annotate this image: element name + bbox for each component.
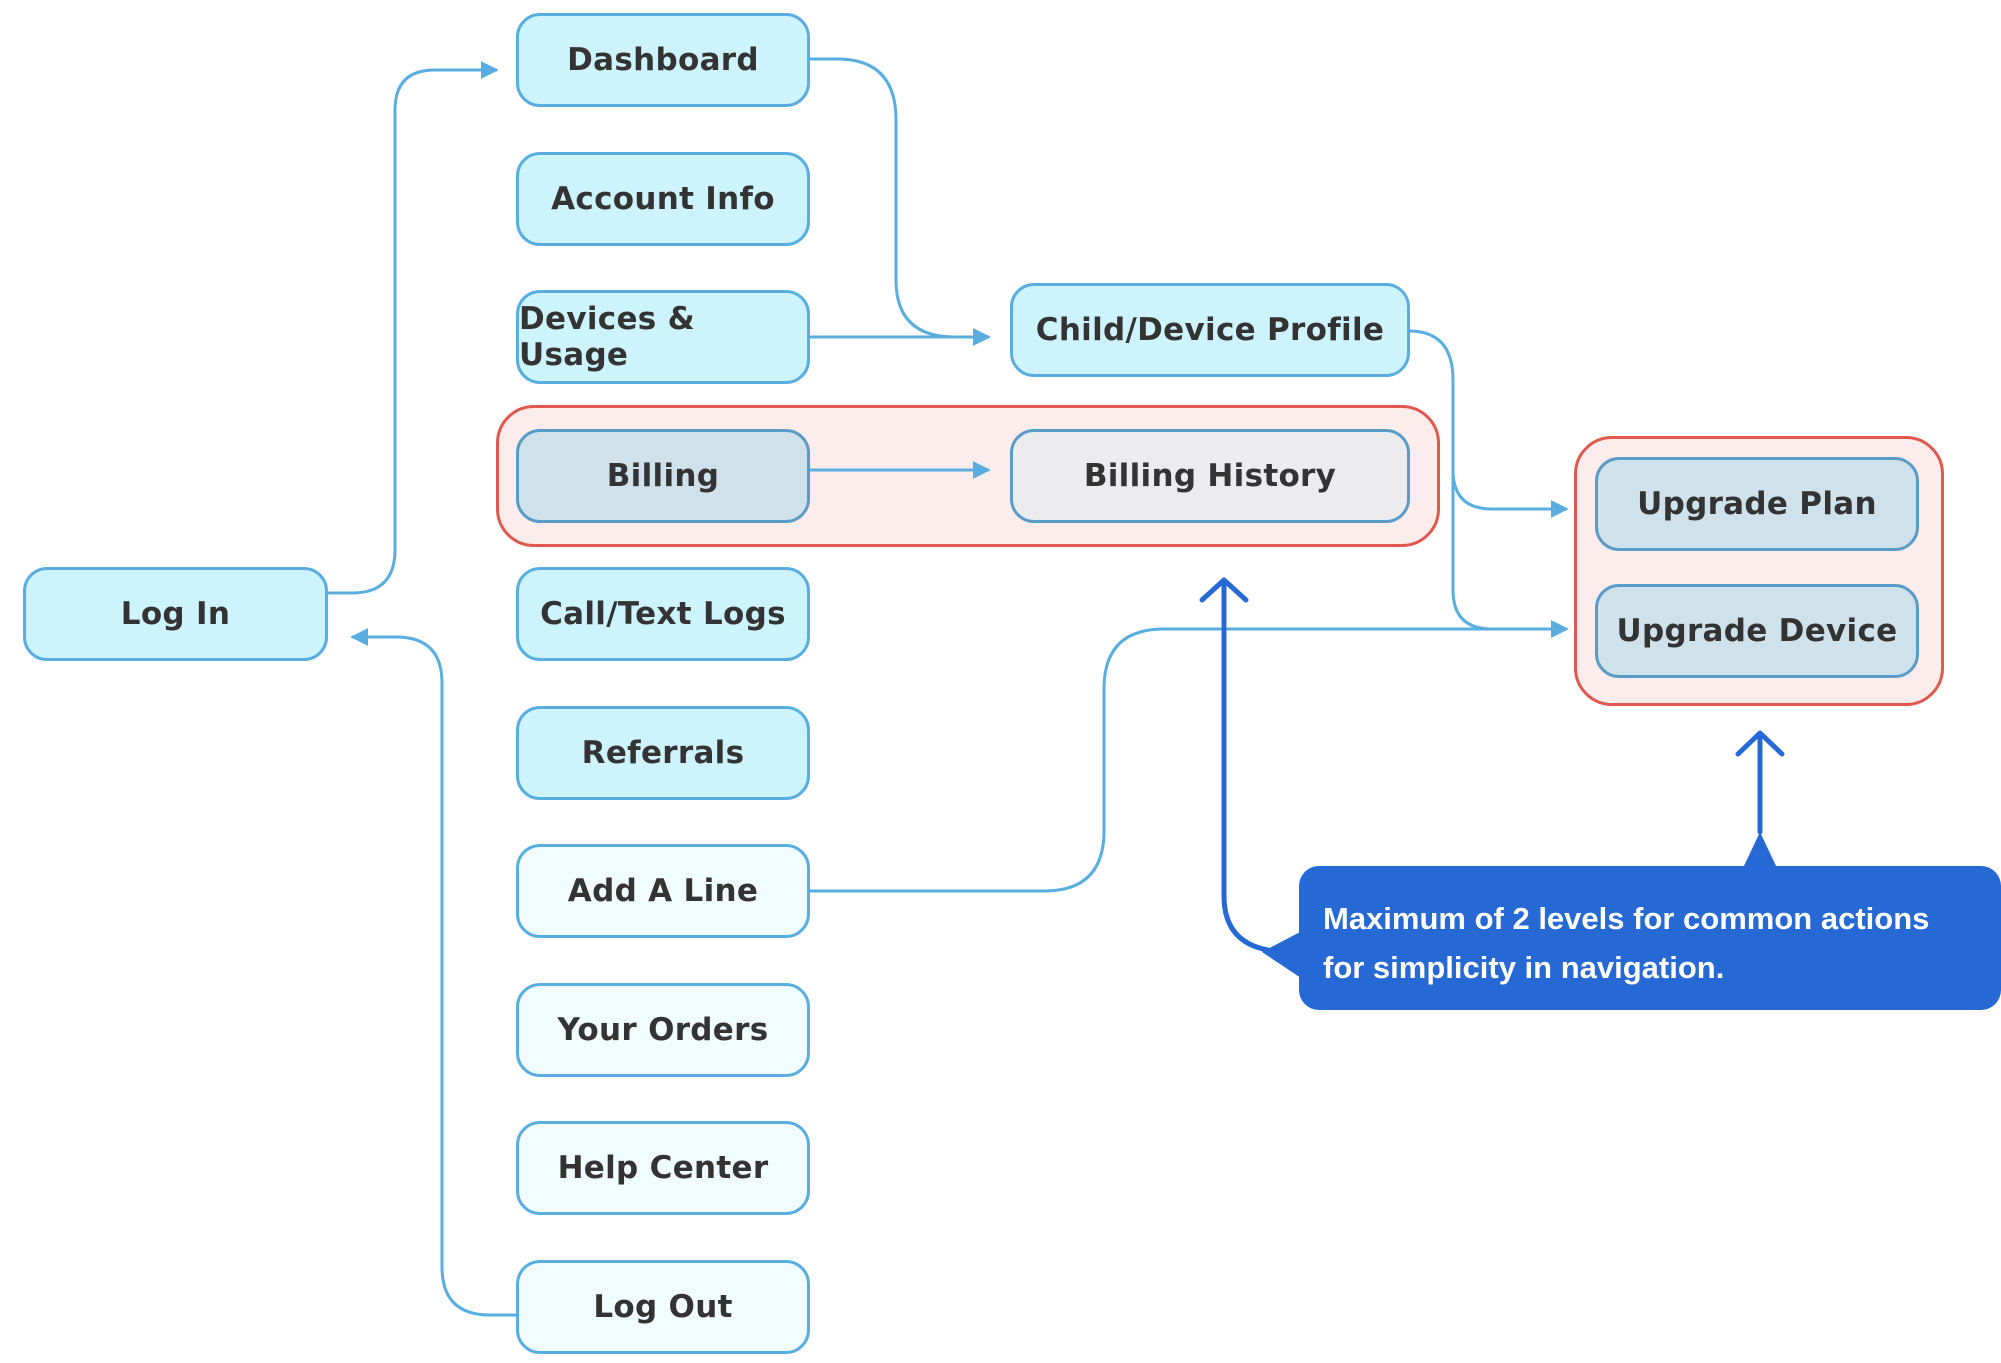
node-devices-usage[interactable]: Devices & Usage [516, 290, 810, 384]
callout-line-1: Maximum of 2 levels for common actions [1323, 901, 1930, 936]
node-child-device-profile[interactable]: Child/Device Profile [1010, 283, 1410, 377]
node-your-orders[interactable]: Your Orders [516, 983, 810, 1077]
node-upgrade-device[interactable]: Upgrade Device [1595, 584, 1919, 678]
edge-logout-login [350, 628, 516, 1317]
node-call-text-logs[interactable]: Call/Text Logs [516, 567, 810, 661]
node-help-center[interactable]: Help Center [516, 1121, 810, 1215]
edge-dashboard-profile [810, 57, 991, 346]
callout-line-2: for simplicity in navigation. [1323, 950, 1725, 985]
edge-addline-upgradedevice [810, 620, 1569, 893]
edge-profile-upgradeplan [1408, 329, 1569, 518]
callout-note: Maximum of 2 levels for common actions f… [1299, 866, 2001, 1010]
node-add-a-line[interactable]: Add A Line [516, 844, 810, 938]
node-log-in[interactable]: Log In [23, 567, 328, 661]
callout-arrowhead-billing [1199, 577, 1249, 603]
node-dashboard[interactable]: Dashboard [516, 13, 810, 107]
edge-profile-upgradedevice [1451, 470, 1569, 638]
node-account-info[interactable]: Account Info [516, 152, 810, 246]
edge-login-dashboard [328, 61, 499, 595]
node-log-out[interactable]: Log Out [516, 1260, 810, 1354]
callout-tail-left [1262, 930, 1304, 980]
node-referrals[interactable]: Referrals [516, 706, 810, 800]
node-billing-history[interactable]: Billing History [1010, 429, 1410, 523]
node-billing[interactable]: Billing [516, 429, 810, 523]
node-upgrade-plan[interactable]: Upgrade Plan [1595, 457, 1919, 551]
callout-arrowhead-upgrade [1735, 730, 1785, 757]
callout-arrow-billing [1221, 581, 1271, 953]
callout-tail-top [1743, 832, 1777, 868]
